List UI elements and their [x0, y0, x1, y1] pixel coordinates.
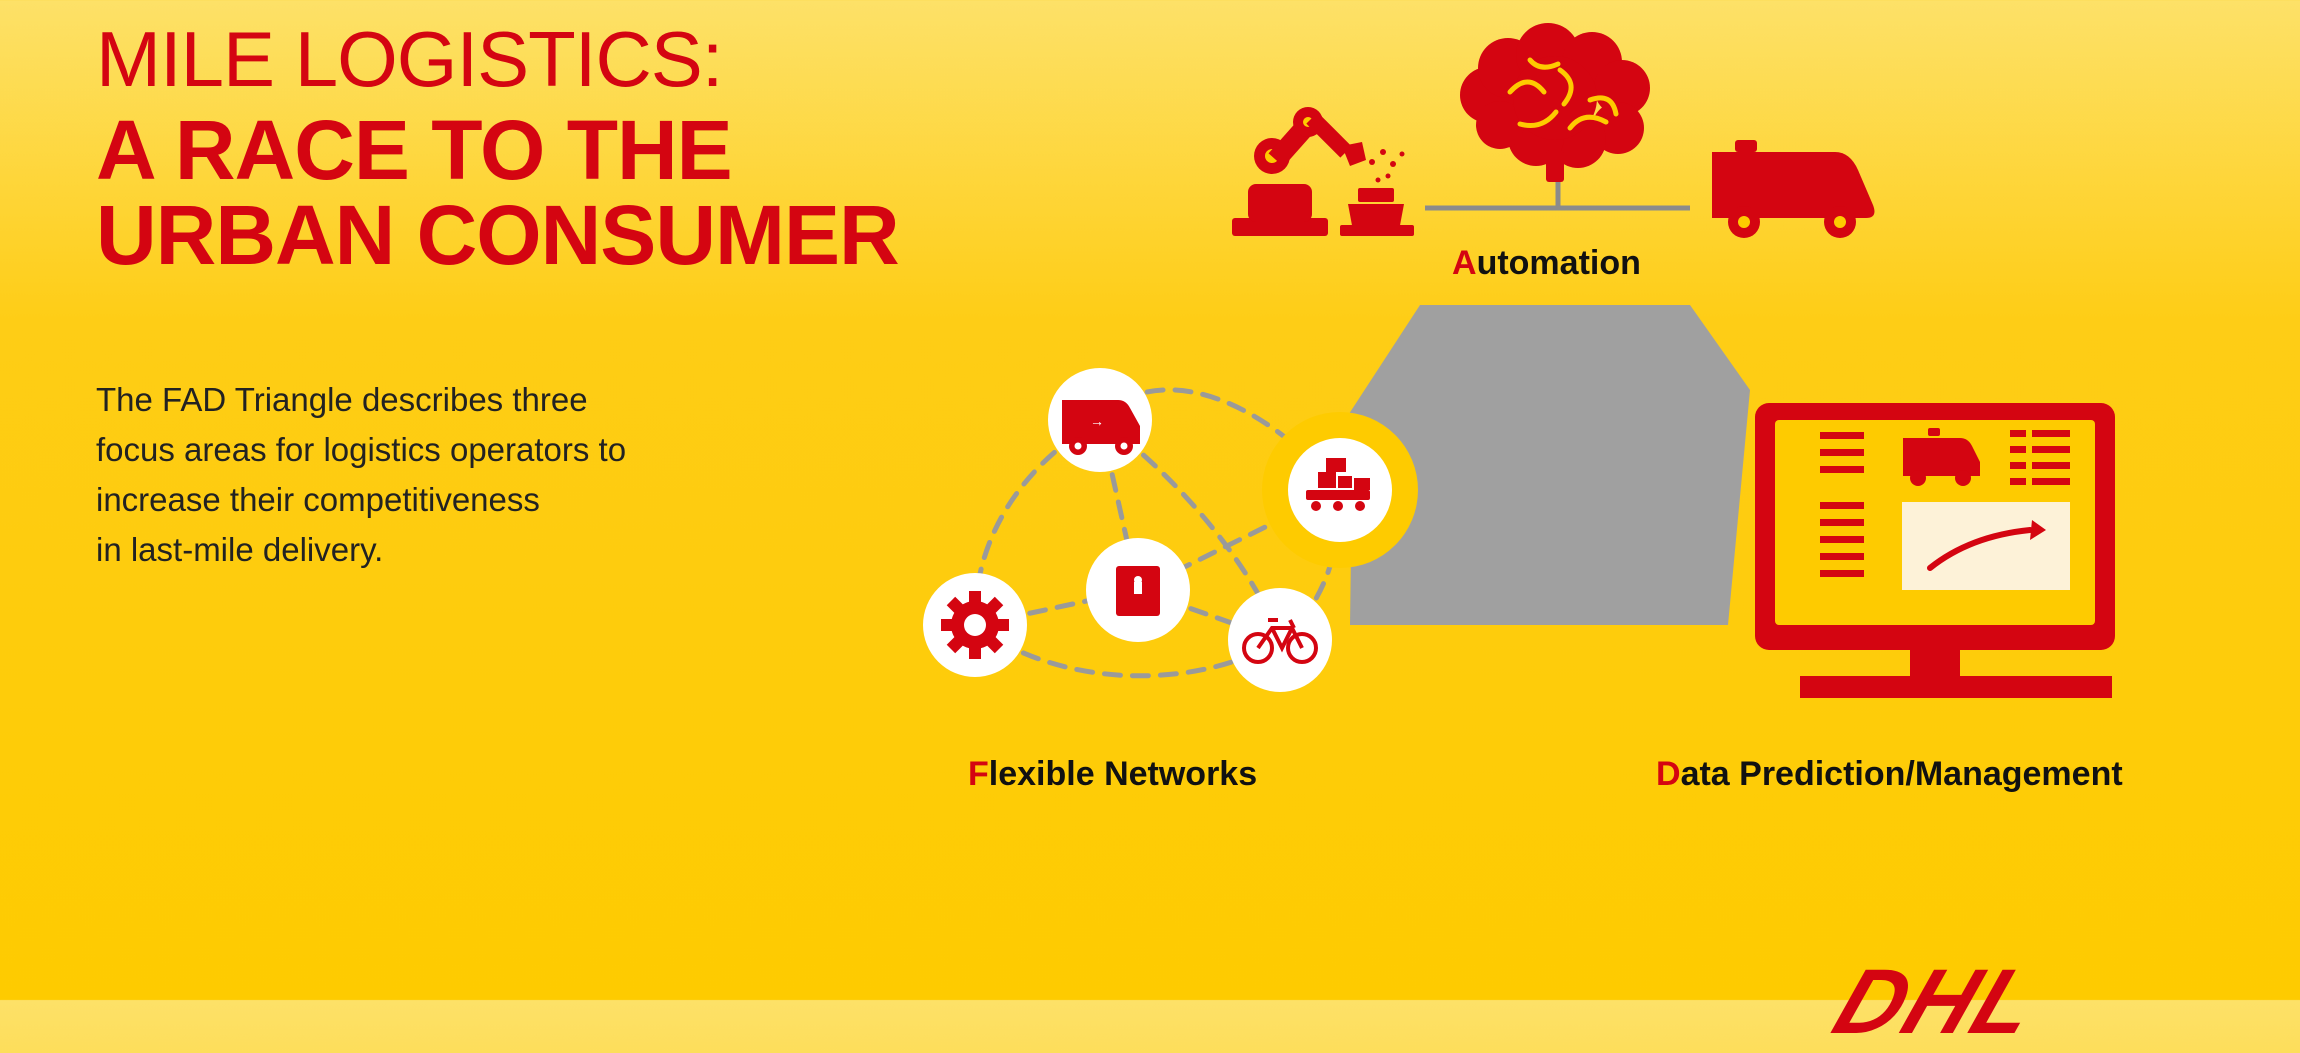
monitor-dashboard-icon — [1755, 403, 2115, 698]
description-line-4: in last-mile delivery. — [96, 531, 384, 568]
page-title: A RACE TO THE URBAN CONSUMER — [96, 103, 900, 282]
gear-icon — [941, 591, 1009, 659]
bicycle-icon — [1242, 618, 1318, 664]
title-line-1: MILE LOGISTICS: — [96, 15, 723, 103]
delivery-robot-icon — [1712, 140, 1875, 238]
description-line-1: The FAD Triangle describes three — [96, 381, 588, 418]
fad-triangle — [1345, 305, 1750, 625]
description: The FAD Triangle describes three focus a… — [96, 375, 816, 575]
title-line-3: URBAN CONSUMER — [96, 188, 900, 282]
title-line-2: A RACE TO THE — [96, 103, 733, 197]
automation-label: Automation — [1452, 244, 1641, 282]
van-icon: → — [1062, 400, 1140, 455]
brain-icon — [1460, 23, 1650, 182]
bike-node[interactable] — [1228, 588, 1332, 692]
fad-triangle-diagram: → — [923, 23, 2115, 698]
svg-text:→: → — [1090, 413, 1104, 429]
flexible-networks-label: Flexible Networks — [968, 755, 1258, 793]
data-prediction-label: Data Prediction/Management — [1656, 755, 2123, 793]
automation-connector — [1425, 178, 1690, 211]
parcel-locker-icon — [1116, 566, 1160, 616]
van-node[interactable]: → — [1048, 368, 1152, 472]
locker-node[interactable] — [1086, 538, 1190, 642]
description-line-2: focus areas for logistics operators to — [96, 431, 627, 468]
dhl-logo: DHL — [1821, 951, 2054, 1053]
cargo-node[interactable] — [1288, 438, 1392, 542]
cargo-box-icon — [1306, 458, 1370, 511]
robot-arm-icon — [1232, 107, 1414, 236]
description-line-3: increase their competitiveness — [96, 481, 540, 518]
gear-node[interactable] — [923, 573, 1027, 677]
